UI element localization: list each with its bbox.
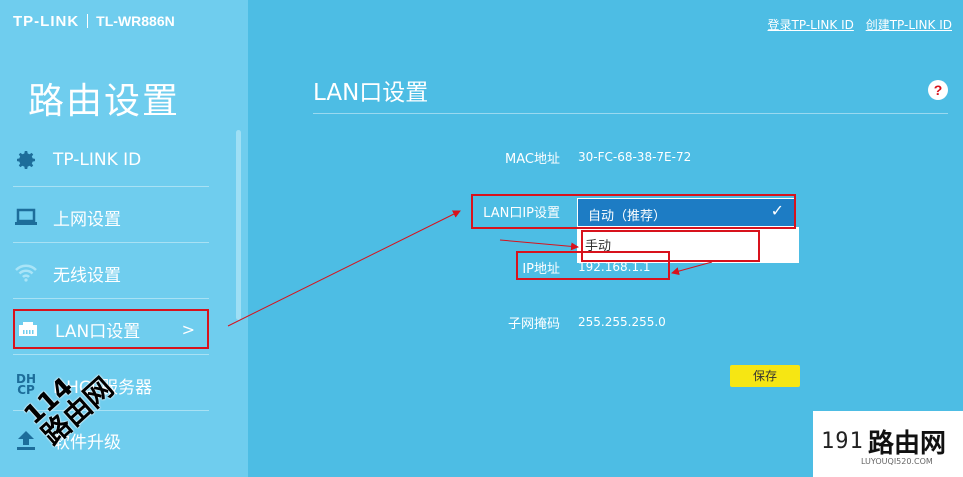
sidebar-title: 路由设置 — [28, 81, 181, 122]
sidebar-item-label: DHCP服务器 — [53, 377, 152, 398]
subnet-label: 子网掩码 — [507, 317, 560, 332]
sidebar: TP-LINK TL-WR886N 路由设置 TP-LINK ID 上网设置 无… — [0, 0, 248, 477]
ethernet-port-icon — [15, 316, 41, 342]
selected-value: 自动（推荐） — [588, 209, 667, 224]
sidebar-item-label: 无线设置 — [53, 265, 121, 286]
upload-icon — [13, 427, 39, 453]
sidebar-item-label: 软件升级 — [53, 432, 121, 453]
sidebar-item-dhcp[interactable]: DH CP DHCP服务器 — [13, 365, 209, 405]
annotation-box — [471, 194, 796, 229]
sidebar-item-internet[interactable]: 上网设置 — [13, 197, 209, 237]
model-name: TL-WR886N — [96, 13, 175, 29]
check-icon: ✓ — [770, 201, 784, 220]
sidebar-item-label: 上网设置 — [53, 209, 121, 230]
brand-logo: TP-LINK — [13, 12, 80, 30]
annotation-box — [581, 230, 760, 262]
sidebar-item-label: LAN口设置 — [55, 321, 141, 342]
dropdown-menu: 手动 — [577, 227, 799, 263]
dhcp-icon: DH CP — [15, 372, 36, 397]
divider — [13, 410, 209, 411]
sidebar-item-lan[interactable]: LAN口设置 > — [13, 309, 209, 349]
chevron-right-icon: > — [181, 320, 195, 339]
sidebar-item-tplink-id[interactable]: TP-LINK ID — [13, 140, 209, 180]
ip-value: 192.168.1.1 — [578, 260, 651, 274]
sidebar-item-label: TP-LINK ID — [53, 150, 142, 170]
page-title: LAN口设置 — [313, 80, 429, 106]
lan-ip-mode-label: LAN口IP设置 — [483, 206, 560, 221]
sidebar-item-upgrade[interactable]: 软件升级 — [13, 420, 209, 460]
watermark-url: LUYOUQI520.COM — [861, 457, 933, 466]
laptop-icon — [13, 204, 39, 230]
mac-label: MAC地址 — [505, 152, 560, 167]
mac-value: 30-FC-68-38-7E-72 — [578, 150, 692, 164]
lan-ip-mode-select[interactable]: 自动（推荐） ✓ — [577, 198, 795, 227]
watermark-title: 路由网 — [868, 429, 947, 459]
watermark-number: 191 — [821, 429, 864, 454]
help-icon[interactable]: ? — [928, 80, 948, 100]
divider — [13, 354, 209, 355]
ip-label: IP地址 — [522, 262, 560, 277]
title-divider — [313, 113, 948, 114]
annotation-box — [516, 251, 670, 280]
dropdown-option-manual[interactable]: 手动 — [585, 239, 612, 254]
divider — [13, 186, 209, 187]
gear-icon — [13, 147, 39, 173]
watermark-logo: 191 路由网 LUYOUQI520.COM — [813, 411, 963, 477]
login-link[interactable]: 登录TP-LINK ID — [767, 18, 854, 32]
brand-separator — [87, 14, 89, 28]
brand: TP-LINK TL-WR886N — [13, 11, 175, 31]
wifi-icon — [13, 260, 39, 286]
account-links: 登录TP-LINK ID 创建TP-LINK ID — [760, 16, 952, 33]
register-link[interactable]: 创建TP-LINK ID — [865, 18, 952, 32]
sidebar-scrollbar[interactable] — [236, 130, 241, 320]
subnet-value: 255.255.255.0 — [578, 315, 666, 329]
divider — [13, 242, 209, 243]
save-button[interactable]: 保存 — [730, 365, 800, 387]
divider — [13, 298, 209, 299]
sidebar-item-wireless[interactable]: 无线设置 — [13, 253, 209, 293]
